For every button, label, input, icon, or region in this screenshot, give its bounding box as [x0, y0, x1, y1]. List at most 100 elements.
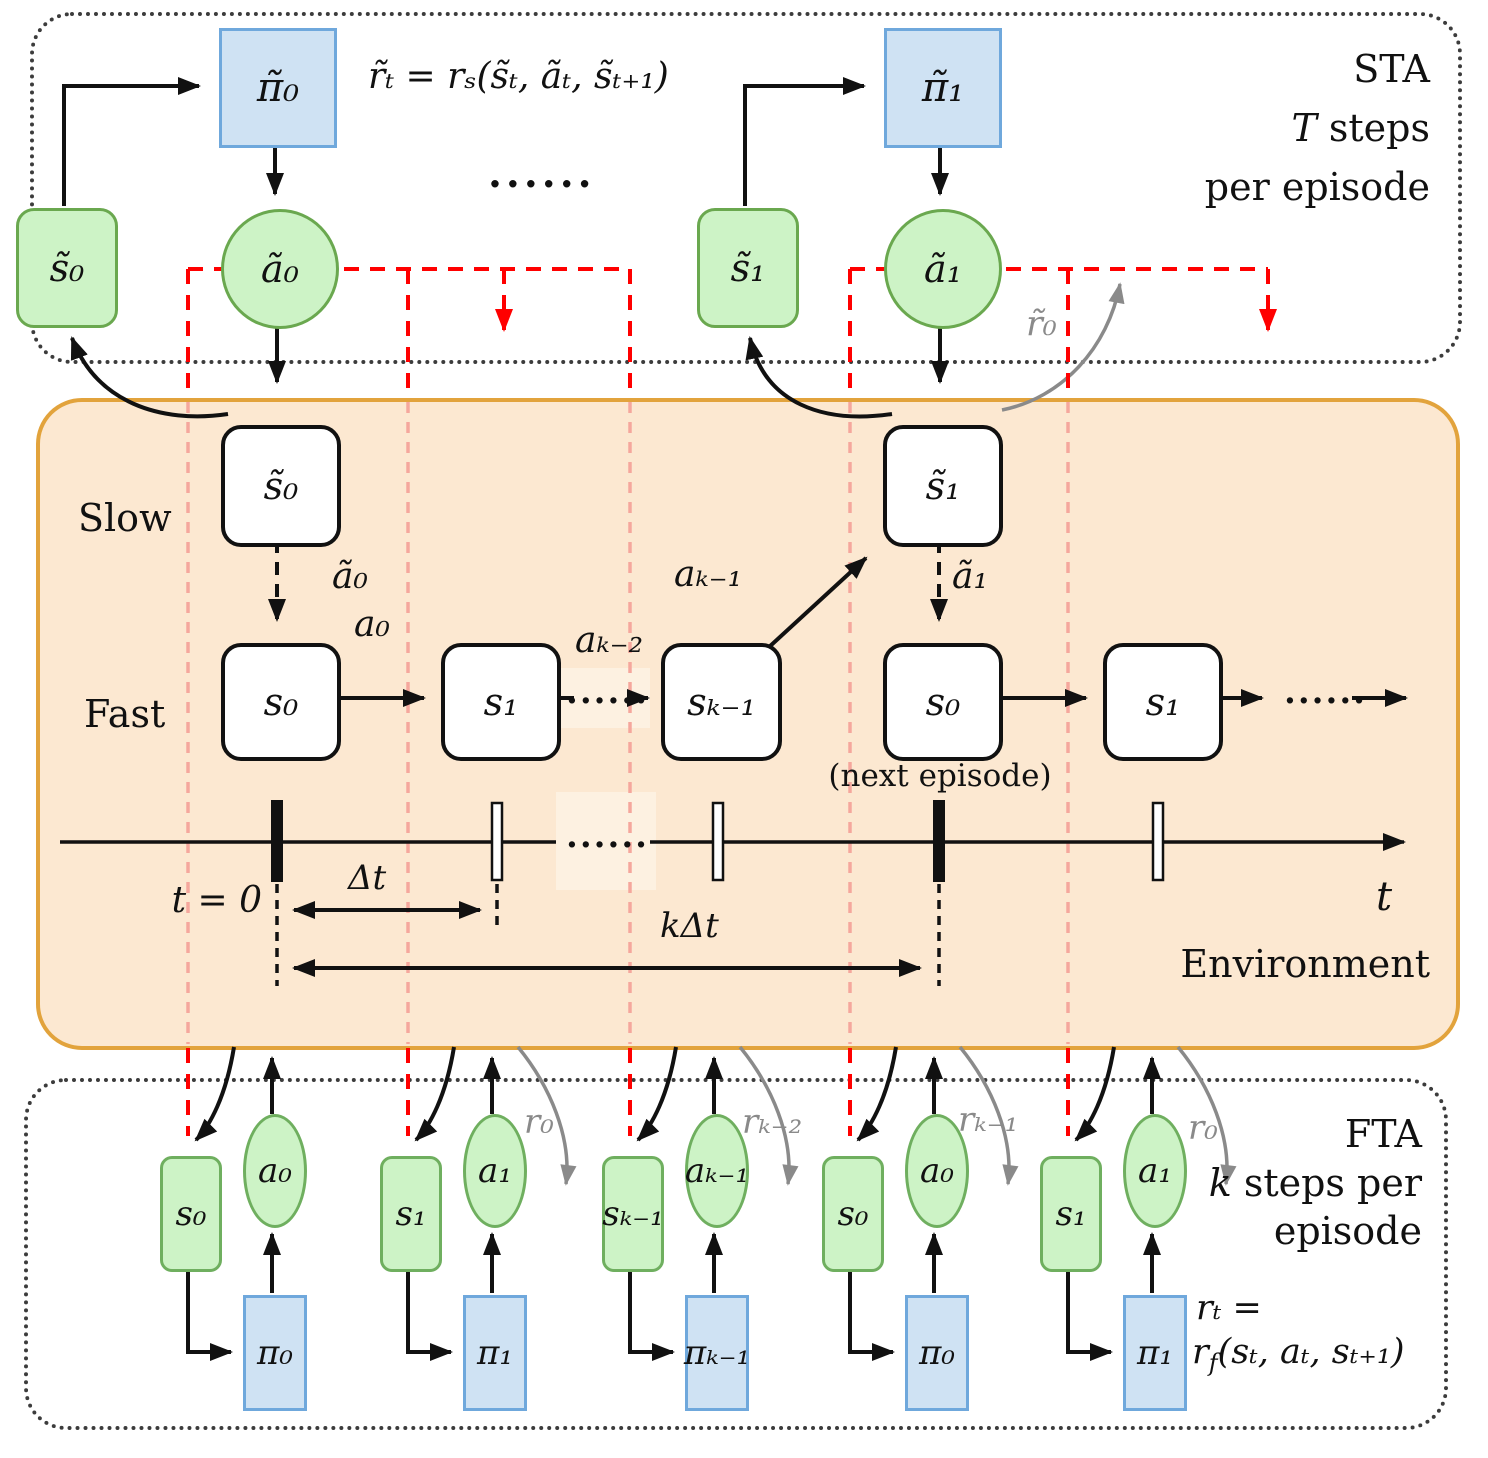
ellipsis-patch-timeline — [556, 792, 656, 890]
sta-section-border — [30, 12, 1462, 364]
slow-action-signal-lines — [186, 267, 1277, 1136]
fta-action-ellipse: a₀ — [905, 1114, 969, 1228]
sta-policy-pi1-label: π̃₁ — [921, 65, 965, 111]
sta-action-a0-label: ã₀ — [261, 247, 299, 291]
timeline-t0-label: t = 0 — [171, 880, 262, 921]
fta-state-label: s₀ — [837, 1194, 869, 1234]
env-next-episode-label: (next episode) — [828, 758, 1052, 794]
env-action-a1-tilde-label: ã₁ — [952, 556, 988, 597]
env-fast-state-s0-next-box: s₀ — [883, 643, 1003, 761]
fta-state-box: sₖ₋₁ — [602, 1156, 664, 1272]
fta-section-border — [24, 1078, 1448, 1430]
env-fast-s1-label: s₁ — [483, 680, 519, 724]
sta-state-s0-label: s̃₀ — [49, 246, 85, 290]
env-slow-s1-label: s̃₁ — [925, 464, 961, 508]
fta-action-ellipse: a₀ — [243, 1114, 307, 1228]
sta-title: STA — [1353, 47, 1430, 91]
timeline-ellipsis: ...... — [566, 816, 650, 856]
env-slow-state-s1-box: s̃₁ — [883, 425, 1003, 547]
fta-arrows — [186, 1046, 1161, 1361]
env-fast-s0-next-label: s₀ — [925, 680, 961, 724]
env-slow-s0-label: s̃₀ — [263, 464, 299, 508]
environment-label: Environment — [1180, 942, 1430, 986]
fta-reward-label: rₖ₋₂ — [742, 1102, 803, 1142]
sta-steps-line: T steps — [1291, 105, 1430, 150]
env-fast-ellipsis: ...... — [566, 672, 650, 712]
sta-title-block: STA T steps per episode — [1150, 40, 1430, 217]
env-slow-label: Slow — [78, 496, 172, 540]
fta-action-label: a₀ — [258, 1151, 292, 1191]
timeline-k-delta-t-label: kΔt — [660, 906, 719, 946]
reward-arrows-gray — [516, 282, 1237, 1186]
sta-policy-pi1-box: π̃₁ — [884, 28, 1002, 148]
sta-arrows — [62, 77, 949, 419]
env-fast-s0-label: s₀ — [263, 680, 299, 724]
fta-state-label: s₁ — [1055, 1194, 1087, 1234]
env-fast-state-sk1-box: sₖ₋₁ — [661, 643, 782, 761]
fta-title: FTA — [1344, 1112, 1422, 1156]
env-fast-state-s1-next-box: s₁ — [1103, 643, 1223, 761]
env-fast-state-s0-box: s₀ — [221, 643, 341, 761]
env-dashed-action-arrows — [268, 540, 948, 622]
timeline-ticks — [271, 800, 1165, 882]
env-action-ak1-label: aₖ₋₁ — [674, 554, 743, 595]
fta-policy-label: π₀ — [919, 1333, 955, 1373]
fta-reward-label: rₖ₋₁ — [958, 1100, 1019, 1140]
env-action-a0-label: a₀ — [354, 604, 390, 645]
sta-state-s1-label: s̃₁ — [730, 246, 766, 290]
fta-action-label: aₖ₋₁ — [684, 1151, 750, 1191]
sta-reward-r0-label: r̃₀ — [1026, 304, 1057, 344]
fta-action-label: a₁ — [1138, 1151, 1172, 1191]
env-fast-sk1-label: sₖ₋₁ — [687, 680, 756, 724]
fta-state-box: s₀ — [160, 1156, 222, 1272]
fta-state-box: s₁ — [380, 1156, 442, 1272]
sta-action-a0-ellipse: ã₀ — [221, 209, 339, 329]
env-fast-state-s1-box: s₁ — [441, 643, 561, 761]
fta-steps-line: k steps per — [1208, 1160, 1422, 1205]
fta-reward-label: r₀ — [1188, 1108, 1218, 1148]
env-action-a0-tilde-label: ã₀ — [332, 556, 368, 597]
fta-state-box: s₁ — [1040, 1156, 1102, 1272]
sta-action-a1-label: ã₁ — [924, 247, 962, 291]
fta-episode-line: episode — [1273, 1209, 1422, 1254]
fta-reward-label: r₀ — [524, 1102, 554, 1142]
fta-action-ellipse: a₁ — [463, 1114, 527, 1228]
fta-policy-label: π₁ — [477, 1333, 513, 1373]
sta-state-s1-box: s̃₁ — [697, 208, 799, 328]
timeline — [60, 833, 1406, 986]
sta-policy-pi0-label: π̃₀ — [256, 65, 300, 111]
fta-action-ellipse: aₖ₋₁ — [685, 1114, 749, 1228]
fta-state-label: s₀ — [175, 1194, 207, 1234]
sta-state-s0-box: s̃₀ — [16, 208, 118, 328]
sta-reward-formula: r̃ₜ = rₛ(s̃ₜ, ãₜ, s̃ₜ₊₁) — [368, 56, 669, 97]
env-fast-label: Fast — [84, 692, 166, 736]
fta-policy-label: πₖ₋₁ — [683, 1333, 751, 1373]
slow-action-signal-faded-lines — [186, 402, 1070, 1044]
sta-episode-line: per episode — [1204, 164, 1430, 209]
env-slow-state-s0-box: s̃₀ — [221, 425, 341, 547]
fta-action-label: a₀ — [920, 1151, 954, 1191]
fta-policy-box: π₁ — [1123, 1295, 1187, 1411]
env-fast-tail-ellipsis: ...... — [1284, 672, 1368, 712]
fta-title-block: FTA k steps per episode — [1150, 1110, 1422, 1256]
env-action-ak2-label: aₖ₋₂ — [574, 620, 644, 661]
fta-state-label: s₁ — [395, 1194, 427, 1234]
fta-policy-box: π₀ — [243, 1295, 307, 1411]
sta-action-a1-ellipse: ã₁ — [884, 209, 1002, 329]
fta-policy-label: π₀ — [257, 1333, 293, 1373]
fta-action-label: a₁ — [478, 1151, 512, 1191]
fta-policy-box: π₁ — [463, 1295, 527, 1411]
fta-reward-formula-line1: rₜ = — [1196, 1288, 1262, 1328]
timeline-delta-t-label: Δt — [348, 858, 387, 898]
fta-policy-box: πₖ₋₁ — [683, 1295, 751, 1411]
env-fast-s1-next-label: s₁ — [1145, 680, 1181, 724]
fta-reward-formula-line2: rf(sₜ, aₜ, sₜ₊₁) — [1192, 1332, 1405, 1377]
fta-action-ellipse: a₁ — [1123, 1114, 1187, 1228]
fta-state-box: s₀ — [822, 1156, 884, 1272]
sta-ellipsis: ...... — [488, 150, 596, 197]
fta-state-label: sₖ₋₁ — [602, 1194, 664, 1234]
timeline-t-label: t — [1376, 874, 1393, 920]
fta-policy-label: π₁ — [1137, 1333, 1173, 1373]
